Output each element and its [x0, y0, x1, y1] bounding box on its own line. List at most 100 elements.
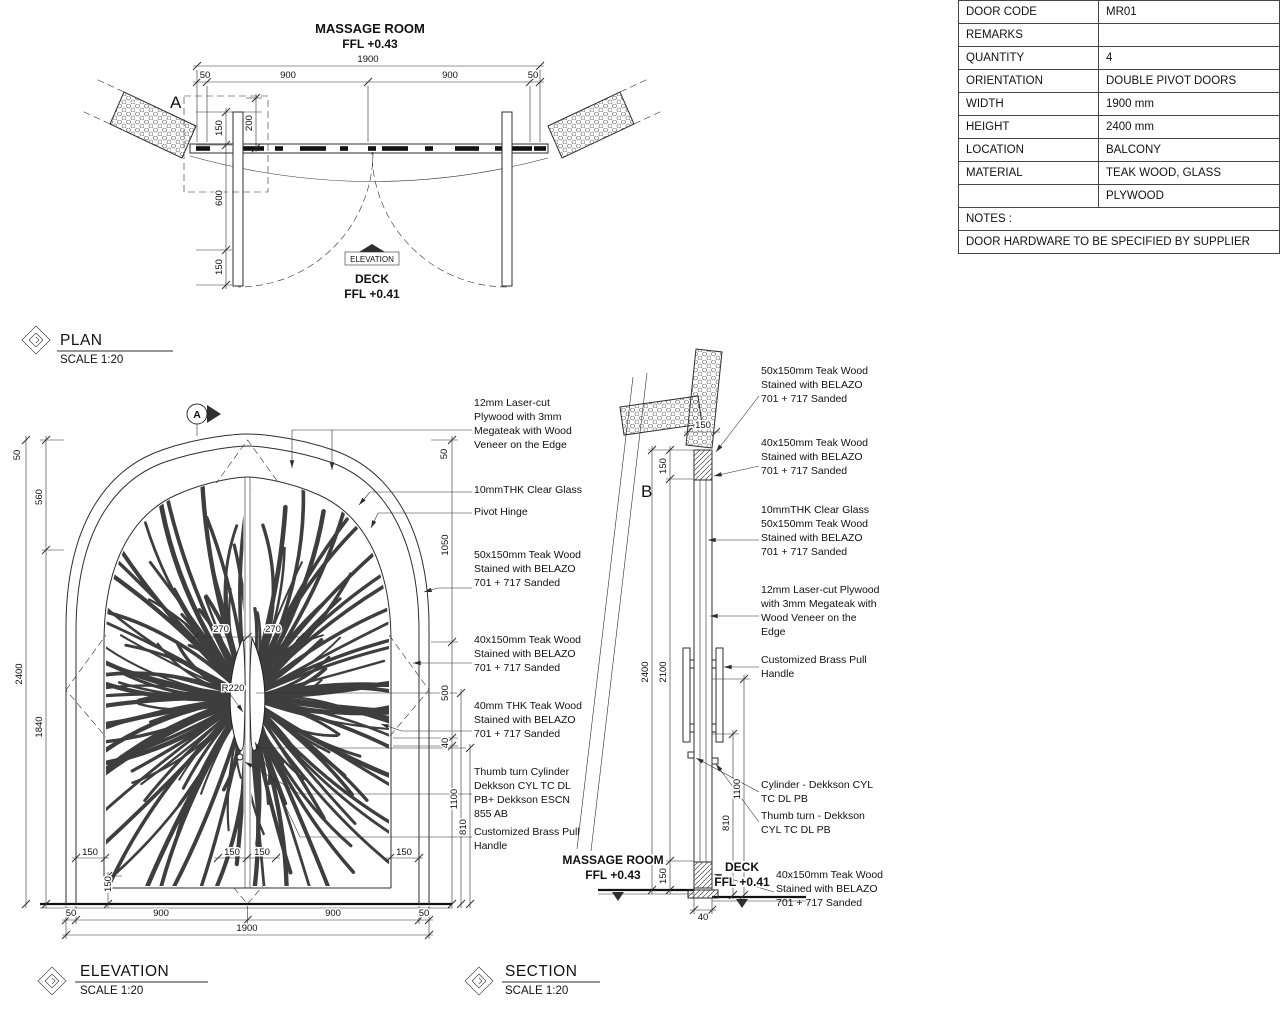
- spec-value: BALCONY: [1098, 138, 1280, 162]
- spec-value: DOUBLE PIVOT DOORS: [1098, 69, 1280, 93]
- spec-label: MATERIAL: [958, 161, 1099, 185]
- annotation-glass-and-teak: 10mmTHK Clear Glass 50x150mm Teak Wood S…: [761, 504, 869, 558]
- annotation-brass-pull-handle: Customized Brass Pull Handle: [474, 826, 580, 852]
- section-room-ffl: FFL +0.43: [585, 868, 641, 882]
- dim-label: 270: [265, 624, 281, 635]
- drawing-labels: MASSAGE ROOM FFL +0.43 1900 50 900 900 5…: [11, 21, 772, 997]
- section-room-label: MASSAGE ROOM: [562, 853, 663, 867]
- dim-label: 50: [66, 908, 77, 919]
- elevation-view-title: ELEVATION: [80, 963, 169, 980]
- table-row-notes: NOTES :: [958, 207, 1280, 231]
- dim-label: 50: [528, 70, 539, 81]
- dim-label: 1050: [440, 534, 451, 555]
- dim-label: 50: [12, 450, 23, 461]
- dim-label: 150: [103, 876, 114, 892]
- drawing-geometry: [21, 61, 806, 996]
- elevation-marker-a: A: [193, 409, 201, 421]
- dim-label: 1840: [34, 716, 45, 737]
- annotation-clear-glass: 10mmTHK Clear Glass: [474, 484, 582, 496]
- annotation-50x150-teak-top: 50x150mm Teak Wood Stained with BELAZO 7…: [761, 365, 869, 405]
- radius-label: R220: [222, 683, 245, 694]
- dim-label: 150: [658, 868, 669, 884]
- dim-label: 40: [440, 738, 451, 749]
- dim-label: 2400: [14, 663, 25, 684]
- annotation-40x150-teak: 40x150mm Teak Wood Stained with BELAZO 7…: [474, 634, 582, 674]
- dim-label: 150: [214, 120, 225, 136]
- annotation-thumb-turn-cylinder: Thumb turn Cylinder Dekkson CYL TC DL PB…: [474, 766, 571, 820]
- spec-label: HEIGHT: [958, 115, 1099, 139]
- dim-label: 50: [200, 70, 211, 81]
- annotation-thumb-turn: Thumb turn - Dekkson CYL TC DL PB: [761, 810, 865, 836]
- plan-deck-ffl: FFL +0.41: [344, 287, 400, 301]
- annotation-brass-pull-handle: Customized Brass Pull Handle: [761, 654, 867, 680]
- dim-label: 50: [419, 908, 430, 919]
- annotation-40x150-teak-bottom: 40x150mm Teak Wood Stained with BELAZO 7…: [776, 869, 884, 909]
- dim-label: 600: [214, 190, 225, 206]
- dim-label: 810: [721, 815, 732, 831]
- section-view-title: SECTION: [505, 963, 577, 980]
- dim-label: 270: [213, 624, 229, 635]
- spec-label: DOOR CODE: [958, 0, 1099, 24]
- dim-label: 560: [34, 489, 45, 505]
- table-row: REMARKS: [958, 23, 1280, 47]
- spec-value: 2400 mm: [1098, 115, 1280, 139]
- spec-notes-label: NOTES :: [958, 207, 1280, 231]
- annotation-40x150-teak: 40x150mm Teak Wood Stained with BELAZO 7…: [761, 437, 869, 477]
- dim-label: 150: [695, 420, 711, 431]
- dim-label: 2400: [640, 661, 651, 682]
- dim-label: 150: [396, 847, 412, 858]
- spec-label: [958, 184, 1099, 208]
- spec-value: 4: [1098, 46, 1280, 70]
- dim-label: 900: [280, 70, 296, 81]
- spec-label: QUANTITY: [958, 46, 1099, 70]
- spec-value: MR01: [1098, 0, 1280, 24]
- section-deck-ffl: FFL +0.41: [714, 875, 770, 889]
- spec-label: ORIENTATION: [958, 69, 1099, 93]
- spec-value: 1900 mm: [1098, 92, 1280, 116]
- plan-deck-label: DECK: [355, 272, 389, 286]
- annotation-laser-cut-plywood: 12mm Laser-cut Plywood with 3mm Megateak…: [474, 397, 572, 451]
- plan-view-scale: SCALE 1:20: [60, 354, 123, 366]
- dim-label: 1100: [732, 779, 743, 799]
- elevation-view-scale: SCALE 1:20: [80, 985, 143, 997]
- spec-label: LOCATION: [958, 138, 1099, 162]
- spec-label: WIDTH: [958, 92, 1099, 116]
- dim-label: 900: [325, 908, 341, 919]
- dim-label: 50: [439, 449, 450, 460]
- dim-label: 150: [224, 847, 240, 858]
- plan-room-label: MASSAGE ROOM: [315, 21, 425, 36]
- dim-label: 150: [658, 458, 669, 474]
- spec-value: TEAK WOOD, GLASS: [1098, 161, 1280, 185]
- dim-label: 150: [214, 259, 225, 275]
- dim-label: 900: [153, 908, 169, 919]
- plan-room-ffl: FFL +0.43: [342, 37, 398, 51]
- annotation-40mm-teak: 40mm THK Teak Wood Stained with BELAZO 7…: [474, 700, 582, 740]
- annotation-cylinder: Cylinder - Dekkson CYL TC DL PB: [761, 779, 873, 805]
- spec-notes-text: DOOR HARDWARE TO BE SPECIFIED BY SUPPLIE…: [958, 230, 1280, 254]
- table-row: PLYWOOD: [958, 184, 1280, 208]
- dim-label: 810: [458, 819, 469, 835]
- elevation-tag: ELEVATION: [350, 255, 394, 264]
- detail-marker-a: A: [170, 93, 182, 112]
- dim-label: 150: [82, 847, 98, 858]
- table-row-notes-text: DOOR HARDWARE TO BE SPECIFIED BY SUPPLIE…: [958, 230, 1280, 254]
- section-marker-b: B: [641, 482, 652, 501]
- dim-label: 40: [698, 912, 709, 923]
- spec-value: PLYWOOD: [1098, 184, 1280, 208]
- spec-value: [1098, 23, 1280, 47]
- section-deck-label: DECK: [725, 860, 759, 874]
- dim-label: 1900: [357, 54, 378, 65]
- dim-label: 200: [244, 115, 255, 131]
- dim-label: 900: [442, 70, 458, 81]
- section-view-scale: SCALE 1:20: [505, 985, 568, 997]
